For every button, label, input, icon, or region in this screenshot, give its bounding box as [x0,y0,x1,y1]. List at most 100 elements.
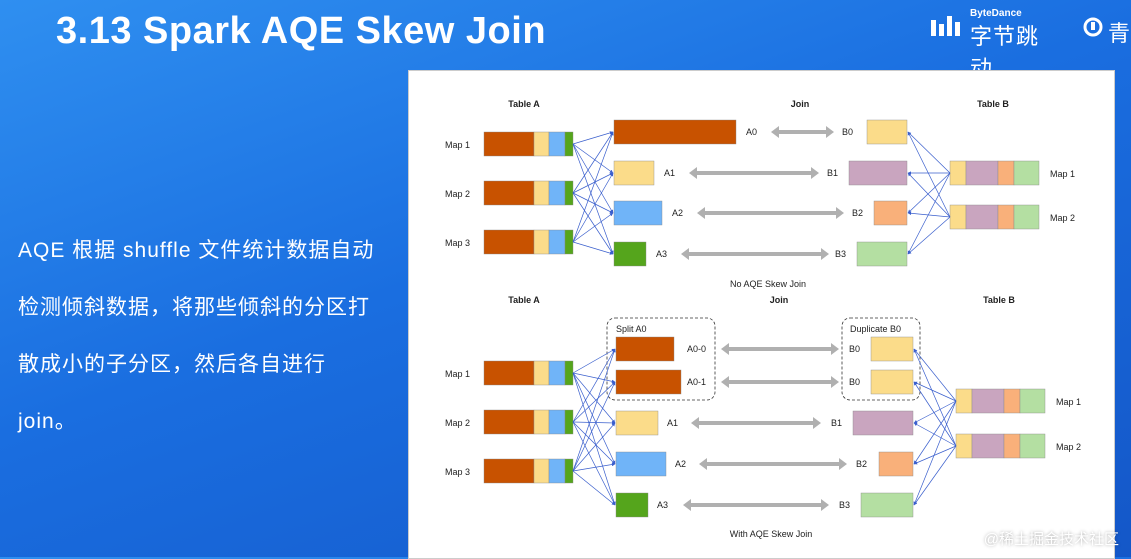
bottom-map-a-label-1: Map 2 [445,418,470,428]
top-map-a-label-0: Map 1 [445,140,470,150]
top-map-a-bar-0-seg-1 [533,131,550,157]
top-map-b-label-0: Map 1 [1050,169,1075,179]
top-shuffle-line-b-0-3 [907,172,951,255]
logo2-text: 青 [1108,21,1131,46]
bottom-shuffle-line-a-2-4 [572,470,616,506]
top-map-a-bar-2-seg-0 [483,229,535,255]
top-part-b-3 [856,241,908,267]
bottom-map-b-bar-1-seg-1 [971,433,1005,459]
top-map-b-bar-1-seg-3 [1013,204,1040,230]
top-shuffle-line-a-0-2 [572,143,614,214]
bottom-part-a-2 [615,492,649,518]
bottom-part-a-label-1: A2 [675,459,686,469]
bottom-shuffle-line-b-1-3 [913,445,957,465]
top-part-b-0 [866,119,908,145]
top-shuffle-line-a-2-0 [572,131,614,243]
bottom-map-b-bar-1-seg-0 [955,433,973,459]
top-shuffle-line-a-1-1 [572,172,614,194]
top-map-a-bar-0-seg-2 [548,131,566,157]
bottom-shuffle-line-a-2-2 [572,422,616,472]
bottom-map-b-bar-0-seg-0 [955,388,973,414]
bottom-map-a-bar-1-seg-0 [483,409,535,435]
top-map-b-bar-0-seg-1 [965,160,999,186]
bottom-part-a-label-0: A1 [667,418,678,428]
bottom-map-a-bar-2-seg-0 [483,458,535,484]
top-map-a-bar-0-seg-3 [564,131,574,157]
split-group-label: Split A0 [616,324,647,334]
top-map-a-bar-2-seg-3 [564,229,574,255]
top-shuffle-line-b-1-1 [907,172,951,218]
top-shuffle-line-b-0-0 [907,131,951,174]
bytedance-logo: ByteDance 字节跳动 [930,8,1060,81]
bottom-shuffle-line-a-1-2 [572,421,616,425]
watermark: @稀土掘金技术社区 [983,531,1119,548]
top-shuffle-line-a-2-3 [572,241,614,255]
bottom-shuffle-line-b-0-4 [913,400,957,506]
bottom-shuffle-line-a-2-3 [572,462,616,472]
bottom-shuffle-line-a-1-4 [572,421,616,506]
top-map-b-bar-1-seg-2 [997,204,1015,230]
bottom-map-a-bar-0-seg-1 [533,360,550,386]
top-part-a-label-3: A3 [656,249,667,259]
qingxun-logo: 青 [1082,8,1131,46]
top-map-a-label-2: Map 3 [445,238,470,248]
top-map-b-label-1: Map 2 [1050,213,1075,223]
top-map-a-bar-1-seg-1 [533,180,550,206]
logo-small-text: ByteDance [970,8,1022,19]
top-join-arrow-1 [689,167,819,179]
bottom-part-b-0 [852,410,914,436]
top-map-a-bar-2-seg-2 [548,229,566,255]
bytedance-logo-icon [931,16,960,36]
dup-part-label-0: B0 [849,344,860,354]
bottom-map-a-label-0: Map 1 [445,369,470,379]
top-shuffle-line-a-0-1 [572,143,614,174]
bottom-shuffle-line-b-0-1 [913,381,957,402]
top-part-a-1 [613,160,655,186]
duplicate-group-label: Duplicate B0 [850,324,901,334]
duplicate-group-box [841,317,921,401]
bottom-map-b-bar-1-seg-2 [1003,433,1021,459]
top-shuffle-line-b-0-2 [907,172,951,214]
top-join-arrow-3 [681,248,829,260]
slide-title: 3.13 Spark AQE Skew Join [56,10,547,52]
top-table-a-label: Table A [508,99,540,109]
bottom-join-arrow-split-0 [721,343,839,355]
top-map-a-bar-2-seg-1 [533,229,550,255]
bottom-map-a-bar-0-seg-2 [548,360,566,386]
top-map-a-bar-1-seg-0 [483,180,535,206]
top-part-b-label-0: B0 [842,127,853,137]
bottom-part-b-label-0: B1 [831,418,842,428]
top-shuffle-line-a-2-2 [572,212,614,243]
bottom-map-a-bar-2-seg-1 [533,458,550,484]
description-text: AQE 根据 shuffle 文件统计数据自动检测倾斜数据，将那些倾斜的分区打散… [18,239,375,433]
bottom-shuffle-line-a-0-1 [572,372,616,384]
bottom-join-arrow-0 [691,417,821,429]
bottom-shuffle-line-a-0-3 [572,372,616,465]
bottom-join-label: Join [770,295,789,305]
top-join-arrow-0 [771,126,834,138]
bottom-map-a-bar-2-seg-3 [564,458,574,484]
top-part-a-0 [613,119,737,145]
bottom-shuffle-line-b-0-3 [913,400,957,465]
bottom-shuffle-line-a-1-1 [572,381,616,423]
bottom-shuffle-line-a-0-2 [572,372,616,424]
top-shuffle-line-a-0-3 [572,143,614,255]
bottom-map-b-bar-1-seg-3 [1019,433,1046,459]
split-group-box [606,317,716,401]
bottom-shuffle-line-a-2-0 [572,348,616,472]
top-shuffle-line-a-1-0 [572,131,614,194]
top-shuffle-line-a-1-3 [572,192,614,255]
bottom-shuffle-line-a-2-1 [572,381,616,472]
bottom-map-a-bar-1-seg-3 [564,409,574,435]
bottom-shuffle-line-a-1-0 [572,348,616,423]
top-shuffle-line-b-1-3 [907,216,951,255]
bottom-map-a-bar-0-seg-0 [483,360,535,386]
bottom-map-b-bar-0-seg-3 [1019,388,1046,414]
split-part-0 [615,336,675,362]
top-part-b-1 [848,160,908,186]
top-part-a-2 [613,200,663,226]
top-part-a-label-0: A0 [746,127,757,137]
top-map-b-bar-1-seg-1 [965,204,999,230]
bottom-shuffle-line-a-0-4 [572,372,616,506]
